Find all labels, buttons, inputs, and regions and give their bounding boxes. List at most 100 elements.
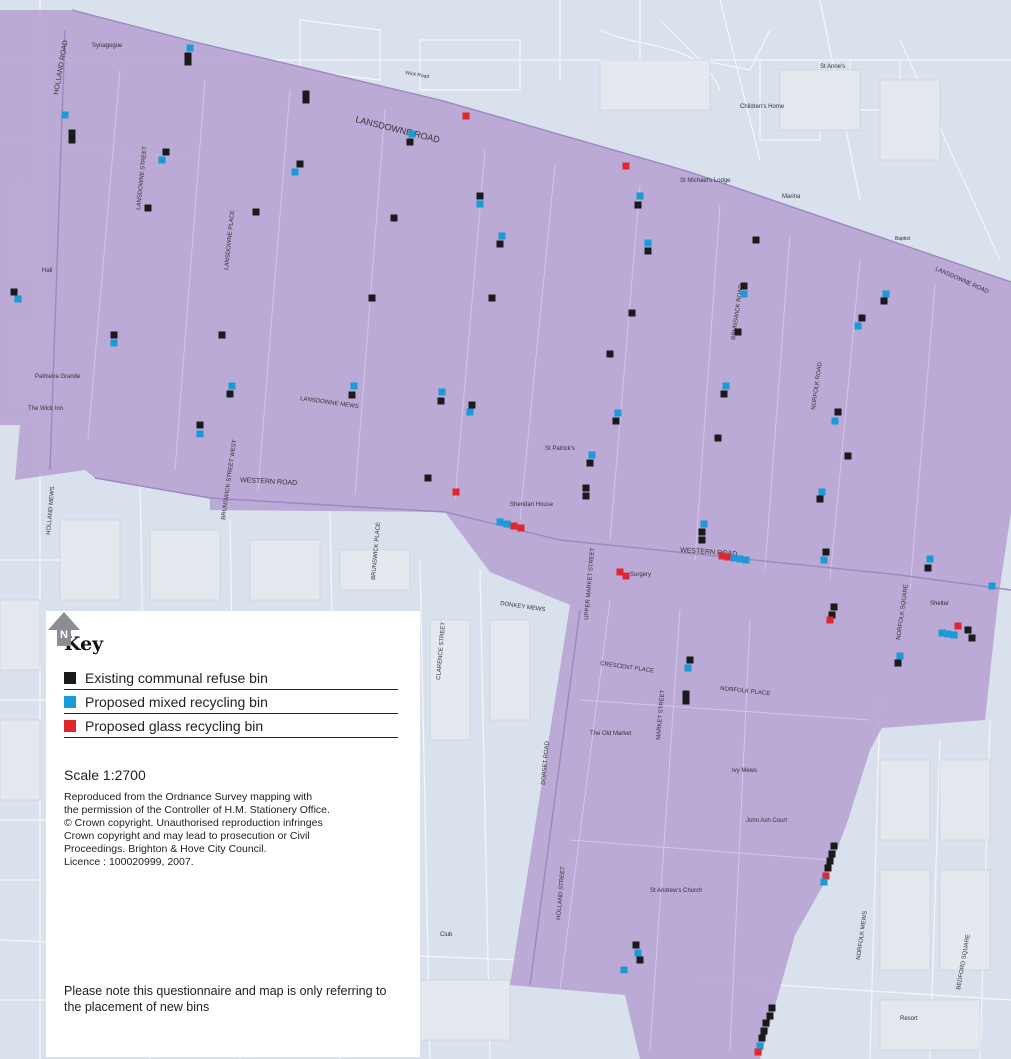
existing-refuse-bin-marker <box>68 129 76 137</box>
existing-refuse-bin-marker <box>858 314 866 322</box>
mixed-recycling-bin-marker <box>896 652 904 660</box>
existing-refuse-bin-marker <box>844 452 852 460</box>
street-label: BRUNSWICK PLACE <box>371 522 382 580</box>
mixed-recycling-bin-marker <box>228 382 236 390</box>
existing-refuse-bin-marker <box>720 390 728 398</box>
glass-recycling-bin-marker <box>452 488 460 496</box>
glass-recycling-bin-marker <box>822 872 830 880</box>
mixed-recycling-bin-marker <box>291 168 299 176</box>
mixed-recycling-bin-marker <box>988 582 996 590</box>
existing-refuse-bin-marker <box>488 294 496 302</box>
key-label-existing-refuse: Existing communal refuse bin <box>85 670 268 686</box>
map-key-panel: Key Existing communal refuse bin Propose… <box>46 611 420 1057</box>
street-label: NORFOLK MEWS <box>856 911 869 961</box>
credit-line: Crown copyright and may lead to prosecut… <box>64 830 310 842</box>
existing-refuse-bin-marker <box>834 408 842 416</box>
key-row-mixed-recycling: Proposed mixed recycling bin <box>64 691 398 714</box>
street-label: WESTERN ROAD <box>240 477 297 487</box>
mixed-recycling-bin-marker <box>820 556 828 564</box>
credit-line: © Crown copyright. Unauthorised reproduc… <box>64 817 323 829</box>
existing-refuse-bin-marker <box>632 941 640 949</box>
mixed-recycling-bin-marker <box>831 417 839 425</box>
existing-refuse-bin-marker <box>348 391 356 399</box>
street-label: NORFOLK PLACE <box>720 686 771 697</box>
existing-refuse-bin-marker <box>740 282 748 290</box>
glass-recycling-bin-marker <box>954 622 962 630</box>
existing-refuse-bin-marker <box>828 611 836 619</box>
mixed-recycling-bin-marker <box>61 111 69 119</box>
existing-refuse-bin-marker <box>406 138 414 146</box>
street-label: DONKEY MEWS <box>500 601 546 613</box>
place-label: Club <box>440 932 453 938</box>
place-label: John Ash Court <box>746 818 787 824</box>
mixed-recycling-bin-marker <box>854 322 862 330</box>
mixed-recycling-bin-marker <box>818 488 826 496</box>
existing-refuse-bin-marker <box>10 288 18 296</box>
existing-refuse-bin-marker <box>302 96 310 104</box>
glass-recycling-bin-marker <box>622 162 630 170</box>
mixed-recycling-bin-marker <box>438 388 446 396</box>
existing-refuse-bin-marker <box>824 864 832 872</box>
existing-refuse-bin-marker <box>68 136 76 144</box>
existing-refuse-bin-marker <box>582 484 590 492</box>
existing-refuse-bin-marker <box>437 397 445 405</box>
existing-refuse-bin-marker <box>302 90 310 98</box>
existing-refuse-bin-marker <box>768 1004 776 1012</box>
glass-recycling-bin-marker <box>724 553 732 561</box>
mixed-recycling-bin-marker <box>882 290 890 298</box>
existing-refuse-bin-marker <box>184 52 192 60</box>
mixed-recycling-bin-marker <box>950 631 958 639</box>
existing-refuse-bin-marker <box>758 1034 766 1042</box>
existing-refuse-bin-marker <box>766 1012 774 1020</box>
existing-refuse-bin-marker <box>828 850 836 858</box>
existing-refuse-bin-marker <box>162 148 170 156</box>
existing-refuse-bin-marker <box>686 656 694 664</box>
existing-refuse-bin-marker <box>390 214 398 222</box>
existing-refuse-bin-marker <box>714 434 722 442</box>
background-buildings <box>0 59 991 1051</box>
mixed-recycling-bin-marker <box>14 295 22 303</box>
place-label: Children's Home <box>740 104 785 110</box>
existing-refuse-bin-marker <box>196 421 204 429</box>
glass-recycling-bin-marker <box>622 572 630 580</box>
key-row-existing-refuse: Existing communal refuse bin <box>64 667 398 690</box>
mixed-recycling-bin-marker <box>476 200 484 208</box>
place-label: Synagogue <box>92 43 123 49</box>
place-label: Marina <box>782 194 801 200</box>
mixed-recycling-bin-marker <box>700 520 708 528</box>
glass-recycling-bin-marker <box>517 524 525 532</box>
mixed-recycling-bin-marker <box>944 630 952 638</box>
existing-refuse-bin-marker <box>628 309 636 317</box>
mixed-recycling-bin-marker <box>634 949 642 957</box>
existing-refuse-bin-marker <box>924 564 932 572</box>
place-label: Hall <box>42 268 52 274</box>
map-scale: Scale 1:2700 <box>64 767 146 783</box>
existing-refuse-bin-marker <box>296 160 304 168</box>
existing-refuse-bin-marker <box>496 240 504 248</box>
existing-refuse-bin-marker <box>826 857 834 865</box>
street-label: WESTERN ROAD <box>680 547 738 558</box>
glass-recycling-bin-marker <box>616 568 624 576</box>
mixed-recycling-bin-marker <box>644 239 652 247</box>
mixed-recycling-bin-marker <box>740 290 748 298</box>
existing-refuse-bin-marker <box>582 492 590 500</box>
mixed-recycling-bin-marker <box>938 629 946 637</box>
existing-refuse-bin-marker <box>968 634 976 642</box>
mixed-recycling-swatch <box>64 696 76 708</box>
existing-refuse-bin-marker <box>226 390 234 398</box>
bin-markers <box>10 44 996 1056</box>
existing-refuse-bin-marker <box>634 201 642 209</box>
existing-refuse-bin-marker <box>734 328 742 336</box>
existing-refuse-bin-marker <box>816 495 824 503</box>
key-label-glass-recycling: Proposed glass recycling bin <box>85 718 264 734</box>
existing-refuse-bin-marker <box>368 294 376 302</box>
street-label: CLARENCE STREET <box>436 622 447 681</box>
existing-refuse-bin-marker <box>762 1019 770 1027</box>
credit-line: Proceedings. Brighton & Hove City Counci… <box>64 843 267 855</box>
street-label: HOLLAND STREET <box>556 866 567 920</box>
key-title: Key <box>64 633 104 655</box>
existing-refuse-bin-marker <box>612 417 620 425</box>
place-label: The Wick Inn <box>28 406 63 412</box>
